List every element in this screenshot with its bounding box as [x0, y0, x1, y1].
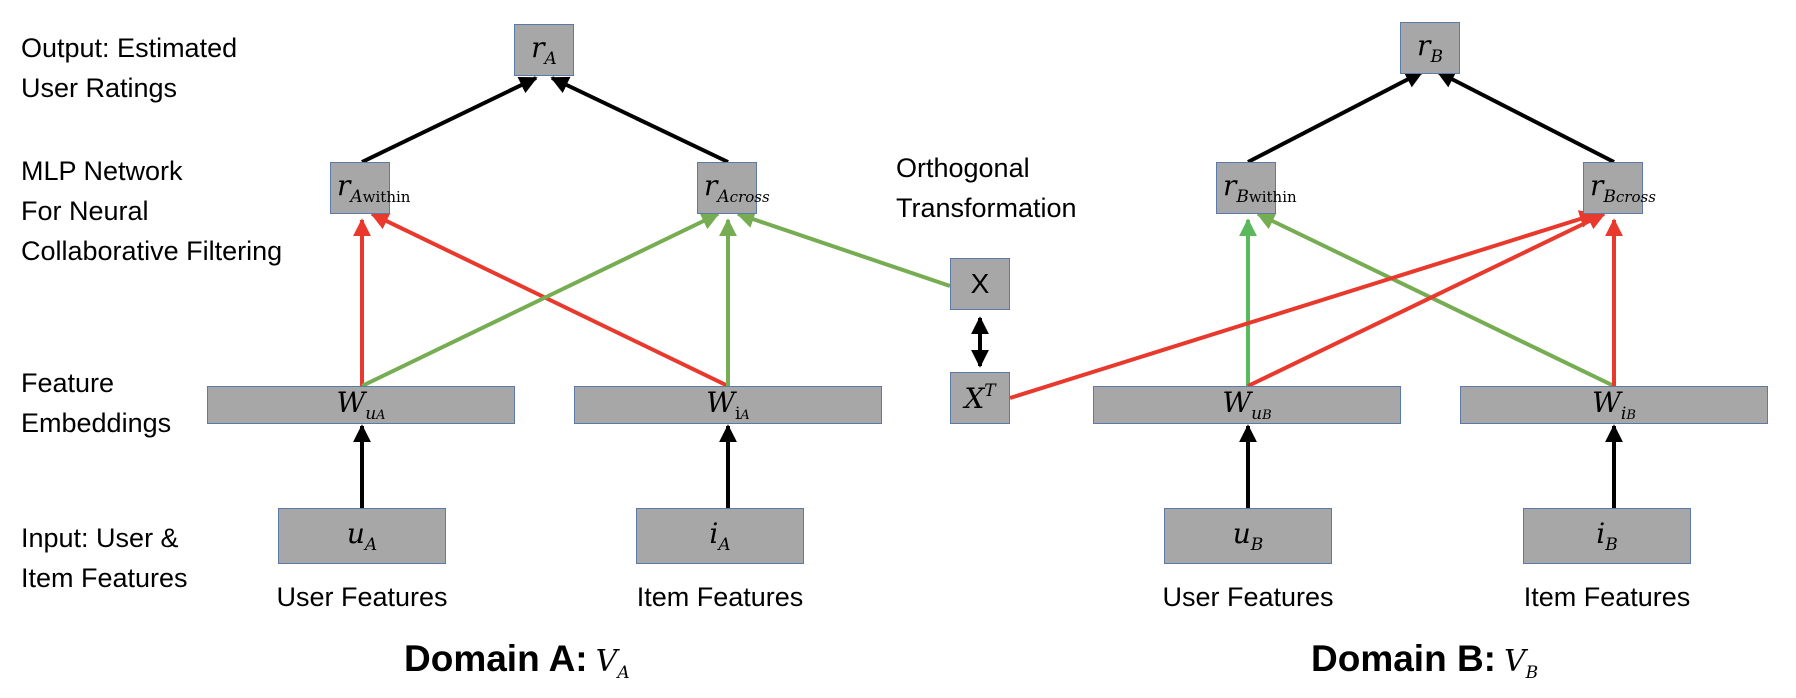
node-x-transpose: XT — [950, 372, 1010, 424]
node-w-ua-text: WuA — [336, 386, 386, 424]
item-features-b-caption: Item Features — [1523, 582, 1691, 612]
node-r-b-text: rB — [1417, 29, 1443, 67]
node-w-ub-text: WuB — [1222, 386, 1272, 424]
domain-a-title: Domain A:VA — [404, 638, 630, 683]
node-w-ub: WuB — [1093, 386, 1401, 424]
node-r-b-cross-text: rBcross — [1590, 169, 1656, 207]
edge-ra-cross-to-ra — [550, 76, 729, 164]
domain-a-symbol: VA — [595, 644, 630, 683]
node-w-ua: WuA — [207, 386, 515, 424]
item-features-a-caption: Item Features — [636, 582, 804, 612]
node-w-ib-text: WiB — [1592, 386, 1636, 424]
node-i-a-text: iA — [709, 517, 731, 555]
node-r-b-cross: rBcross — [1583, 162, 1656, 214]
node-r-a-within: rAwithin — [330, 162, 410, 214]
node-u-b: uB — [1164, 508, 1332, 564]
node-u-a: uA — [278, 508, 446, 564]
node-r-b: rB — [1400, 22, 1460, 74]
node-w-ia-text: WiA — [706, 386, 750, 424]
node-r-b-within: rBwithin — [1216, 162, 1297, 214]
node-r-b-within-text: rBwithin — [1223, 169, 1297, 207]
edge-wub-to-rb-cross — [1247, 212, 1606, 388]
node-x-transpose-text: XT — [964, 381, 996, 415]
edge-wib-to-rb-within — [1256, 212, 1615, 388]
node-r-a-text: rA — [531, 31, 557, 69]
node-i-b: iB — [1523, 508, 1691, 564]
node-r-a-cross-text: rAcross — [704, 169, 770, 207]
edge-xt-to-rb-cross — [1009, 210, 1598, 400]
domain-b-title: Domain B:VB — [1311, 638, 1539, 683]
node-r-a-cross: rAcross — [697, 162, 770, 214]
node-x-text: X — [970, 268, 990, 299]
user-features-a-caption: User Features — [276, 582, 448, 612]
node-u-b-text: uB — [1232, 517, 1264, 555]
node-x: X — [950, 258, 1010, 310]
node-w-ib: WiB — [1460, 386, 1768, 424]
edge-ra-within-to-ra — [361, 76, 538, 164]
domain-b-symbol: VB — [1504, 644, 1539, 683]
input-layer-label: Input: User &Item Features — [21, 523, 188, 593]
node-i-b-text: iB — [1596, 517, 1618, 555]
edge-wua-to-ra-cross — [361, 212, 720, 388]
node-r-a-within-text: rAwithin — [337, 169, 411, 207]
node-u-a-text: uA — [346, 517, 378, 555]
user-features-b-caption: User Features — [1162, 582, 1334, 612]
edge-rb-within-to-rb — [1247, 70, 1424, 164]
node-i-a: iA — [636, 508, 804, 564]
node-r-a: rA — [514, 24, 574, 76]
edge-rb-cross-to-rb — [1436, 70, 1615, 164]
edge-x-to-ra-cross — [736, 210, 951, 288]
node-w-ia: WiA — [574, 386, 882, 424]
edge-wia-to-ra-within — [370, 212, 729, 388]
